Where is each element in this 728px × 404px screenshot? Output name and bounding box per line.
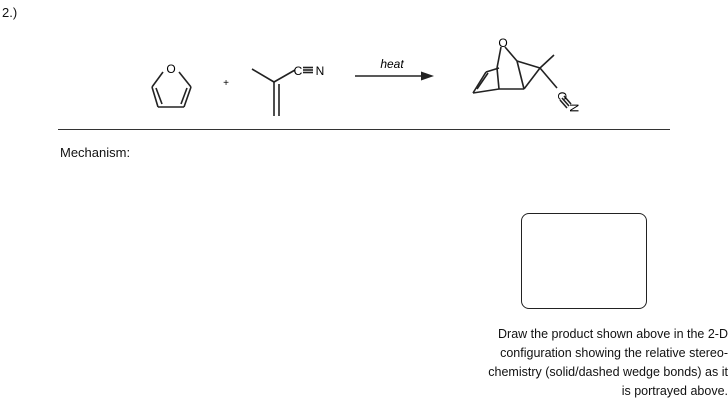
problem-number: 2.)	[2, 5, 18, 20]
instruction-line: configuration showing the relative stere…	[500, 346, 728, 360]
section-divider	[58, 129, 670, 130]
product-nitrile-nitrogen-label: N	[567, 104, 581, 113]
product-oxygen-label: O	[498, 36, 507, 50]
product-nitrile-carbon-label: C	[555, 92, 569, 101]
answer-box[interactable]	[521, 213, 647, 309]
methacrylonitrile-structure	[251, 66, 313, 116]
arrow-condition-label: heat	[380, 57, 404, 71]
instruction-line: chemistry (solid/dashed wedge bonds) as …	[488, 365, 728, 379]
instruction-line: is portrayed above.	[621, 384, 728, 398]
furan-oxygen-label: O	[166, 62, 175, 76]
reaction-arrow-head	[421, 71, 434, 81]
instructions-text: Draw the product shown above in the 2-D …	[462, 325, 728, 401]
plus-sign: +	[223, 78, 229, 89]
product-structure	[472, 46, 572, 109]
reaction-scheme: O + C N heat O C N	[151, 36, 581, 116]
furan-structure	[151, 71, 192, 108]
instruction-line: Draw the product shown above in the 2-D	[498, 327, 728, 341]
nitrile-carbon-label: C	[294, 64, 303, 78]
nitrile-nitrogen-label: N	[316, 64, 325, 78]
mechanism-label: Mechanism:	[60, 145, 131, 160]
